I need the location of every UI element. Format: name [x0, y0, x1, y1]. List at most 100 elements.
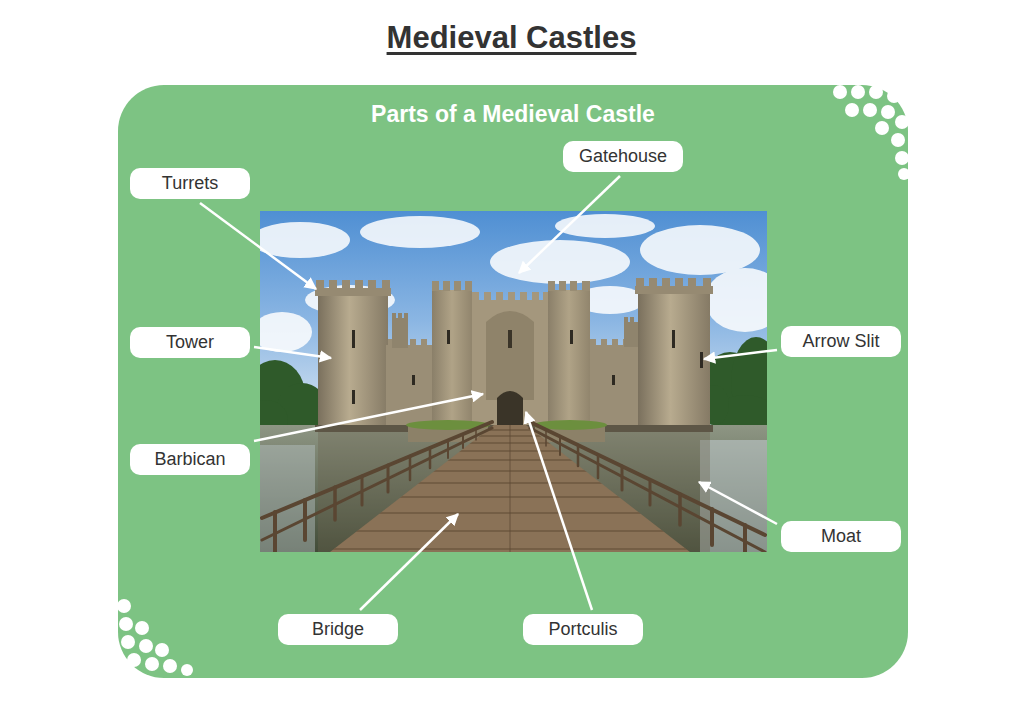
curtain-wall: [590, 339, 596, 346]
leader-arrow: [200, 176, 777, 610]
bridge: [387, 465, 390, 492]
castle-photo: [490, 240, 630, 284]
gatehouse: [432, 281, 439, 291]
panel-heading: Parts of a Medieval Castle: [118, 101, 908, 128]
bridge: [559, 436, 561, 455]
gatehouse: [559, 281, 566, 291]
part-label: Arrow Slit: [781, 326, 901, 357]
bridge: [333, 487, 337, 520]
diagram-panel: Parts of a Medieval CastleTurrets Gatehou…: [118, 85, 908, 678]
bridge: [300, 425, 720, 552]
part-label: Barbican: [130, 444, 250, 475]
castle-photo: [260, 211, 767, 552]
green-panel: [118, 85, 908, 678]
gatehouse: [454, 281, 461, 291]
gatehouse: [484, 292, 491, 301]
right-tower: [635, 286, 713, 294]
corner-dots: [117, 85, 910, 676]
curtain-wall: [410, 339, 416, 346]
part-label: Bridge: [278, 614, 398, 645]
curtain-wall: [601, 339, 607, 346]
corner-dots: [881, 105, 895, 119]
left-tower: [315, 288, 391, 296]
castle-photo: [360, 216, 480, 248]
corner-dots: [121, 635, 135, 649]
arrow-slits: [352, 390, 355, 404]
left-tower: [315, 280, 391, 432]
right-tower: [675, 278, 683, 287]
part-name: Moat: [821, 526, 861, 547]
corner-dots: [898, 168, 910, 180]
bridge: [510, 425, 511, 552]
arrow-slits: [412, 375, 415, 385]
part-name: Barbican: [154, 449, 225, 470]
part-label: Turrets: [130, 168, 250, 199]
arrow-slits: [447, 330, 450, 344]
leader-arrow: [200, 203, 316, 289]
corner-dots: [891, 133, 905, 147]
title-bar: Medieval Castles: [0, 20, 1023, 56]
part-name: Turrets: [162, 173, 218, 194]
castle-photo: [705, 268, 767, 332]
gatehouse: [548, 281, 555, 291]
gatehouse: [508, 292, 515, 301]
corner-dots: [163, 659, 177, 673]
bridge: [361, 476, 364, 505]
left-tower: [316, 280, 390, 289]
part-label: Tower: [130, 327, 250, 358]
corner-dots: [895, 115, 909, 129]
gatehouse: [472, 292, 550, 301]
left-tower: [368, 280, 376, 289]
corner-dots: [845, 103, 859, 117]
leader-arrow: [704, 350, 777, 359]
gatehouse: [465, 281, 472, 291]
bridge: [577, 445, 580, 466]
curtain-wall: [404, 313, 408, 319]
right-tower: [688, 278, 696, 287]
corner-dots: [181, 664, 193, 676]
corner-dots: [863, 103, 877, 117]
part-label: Gatehouse: [563, 141, 683, 172]
corner-dots: [145, 657, 159, 671]
bridge: [429, 448, 432, 468]
part-label: Portculis: [523, 614, 643, 645]
right-tower: [636, 278, 711, 287]
corner-dots: [851, 85, 865, 99]
leader-arrow: [519, 176, 620, 273]
corner-dots: [875, 121, 889, 135]
part-label: Moat: [781, 521, 901, 552]
bridge: [447, 440, 449, 458]
corner-dots: [117, 599, 131, 613]
gatehouse: [472, 292, 479, 301]
curtain-wall: [624, 317, 628, 323]
corner-dots: [869, 85, 883, 99]
page-title: Medieval Castles: [387, 20, 637, 55]
arrow-slits: [700, 352, 703, 368]
castle-photo: [260, 312, 312, 352]
gatehouse: [432, 281, 590, 291]
corner-dots: [119, 617, 133, 631]
part-name: Portculis: [548, 619, 617, 640]
gatehouse: [486, 311, 534, 400]
leader-arrow: [360, 514, 458, 610]
curtain-wall: [630, 317, 634, 323]
gatehouse: [532, 292, 539, 301]
curtain-wall: [386, 345, 434, 430]
right-tower: [649, 278, 657, 287]
part-name: Tower: [166, 332, 214, 353]
gatehouse: [520, 292, 527, 301]
corner-dots: [127, 653, 141, 667]
leader-arrow: [526, 412, 592, 610]
corner-dots: [887, 89, 901, 103]
left-tower: [318, 292, 388, 432]
bridge: [262, 428, 492, 540]
bridge: [621, 466, 624, 490]
bridge: [262, 422, 765, 552]
arrow-slits: [352, 330, 355, 348]
right-tower: [662, 278, 670, 287]
castle-photo: [260, 222, 350, 258]
castle-photo: [640, 225, 760, 275]
castle-photo: [555, 214, 655, 238]
corner-dots: [135, 621, 149, 635]
bridge: [409, 456, 412, 480]
